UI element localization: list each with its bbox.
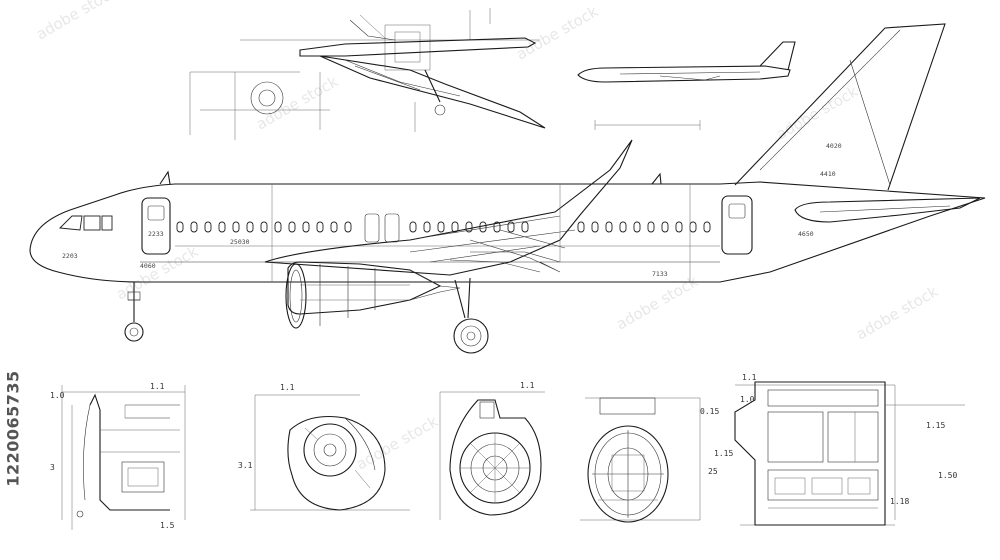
svg-text:adobe stock: adobe stock	[253, 72, 341, 133]
vertical-stabilizer	[734, 23, 946, 191]
svg-text:1.50: 1.50	[938, 471, 957, 480]
svg-text:1.15: 1.15	[926, 421, 945, 430]
svg-text:25: 25	[708, 467, 718, 476]
emergency-exit	[364, 213, 380, 243]
svg-text:4410: 4410	[820, 170, 836, 178]
svg-text:adobe stock: adobe stock	[613, 272, 701, 333]
cockpit-window	[59, 215, 83, 231]
main-landing-gear	[453, 277, 489, 354]
svg-text:adobe stock: adobe stock	[853, 282, 941, 343]
svg-text:1.1: 1.1	[742, 373, 757, 382]
svg-text:4060: 4060	[140, 262, 156, 270]
detail-fuselage-section: 1.1 25 0.15	[580, 373, 757, 523]
detail-cabin-cutaway: 1.0 1.15 1.50 1.18 1.15	[714, 381, 965, 526]
cabin-windows	[176, 221, 711, 233]
svg-text:1.18: 1.18	[890, 497, 909, 506]
svg-text:1.1: 1.1	[150, 382, 165, 391]
aft-door	[721, 195, 753, 255]
nose-landing-gear	[124, 282, 144, 342]
svg-text:2203: 2203	[62, 252, 78, 260]
aircraft-side-view: 2233	[29, 23, 986, 354]
svg-text:4020: 4020	[826, 142, 842, 150]
svg-text:0.15: 0.15	[700, 407, 719, 416]
svg-text:4650: 4650	[798, 230, 814, 238]
forward-door	[141, 197, 171, 255]
top-perspective-view	[189, 8, 546, 140]
emergency-exit	[384, 213, 400, 243]
svg-text:1.5: 1.5	[160, 521, 175, 530]
svg-text:3: 3	[50, 463, 55, 472]
svg-text:adobe stock: adobe stock	[353, 412, 441, 473]
small-side-view	[577, 41, 796, 130]
svg-text:3.1: 3.1	[238, 461, 253, 470]
door-label: 2233	[148, 230, 164, 238]
svg-text:1.15: 1.15	[714, 449, 733, 458]
svg-text:adobe stock: adobe stock	[113, 242, 201, 303]
engine-nacelle	[285, 261, 461, 329]
svg-text:adobe stock: adobe stock	[33, 0, 121, 43]
cockpit-window	[101, 215, 113, 231]
svg-text:1.1: 1.1	[280, 383, 295, 392]
horizontal-stabilizer	[794, 197, 981, 223]
antenna	[651, 172, 662, 185]
svg-text:1.0: 1.0	[50, 391, 65, 400]
cockpit-window	[83, 215, 101, 231]
svg-text:25030: 25030	[230, 238, 250, 246]
detail-cabin-frame: 1.1 3 1.0 1.5	[50, 382, 186, 530]
svg-text:adobe stock: adobe stock	[513, 2, 601, 63]
antenna	[159, 170, 171, 185]
stock-id-vertical: 1220065735	[2, 318, 24, 538]
detail-engine-cutaway: 1.1	[439, 381, 545, 520]
svg-text:7133: 7133	[652, 270, 668, 278]
detail-engine-fan: 1.1 3.1	[238, 383, 410, 511]
fuselage	[29, 181, 986, 283]
wing	[264, 139, 633, 276]
svg-text:1.0: 1.0	[740, 395, 755, 404]
svg-text:1.1: 1.1	[520, 381, 535, 390]
stock-id-text: 1220065735	[3, 369, 23, 487]
